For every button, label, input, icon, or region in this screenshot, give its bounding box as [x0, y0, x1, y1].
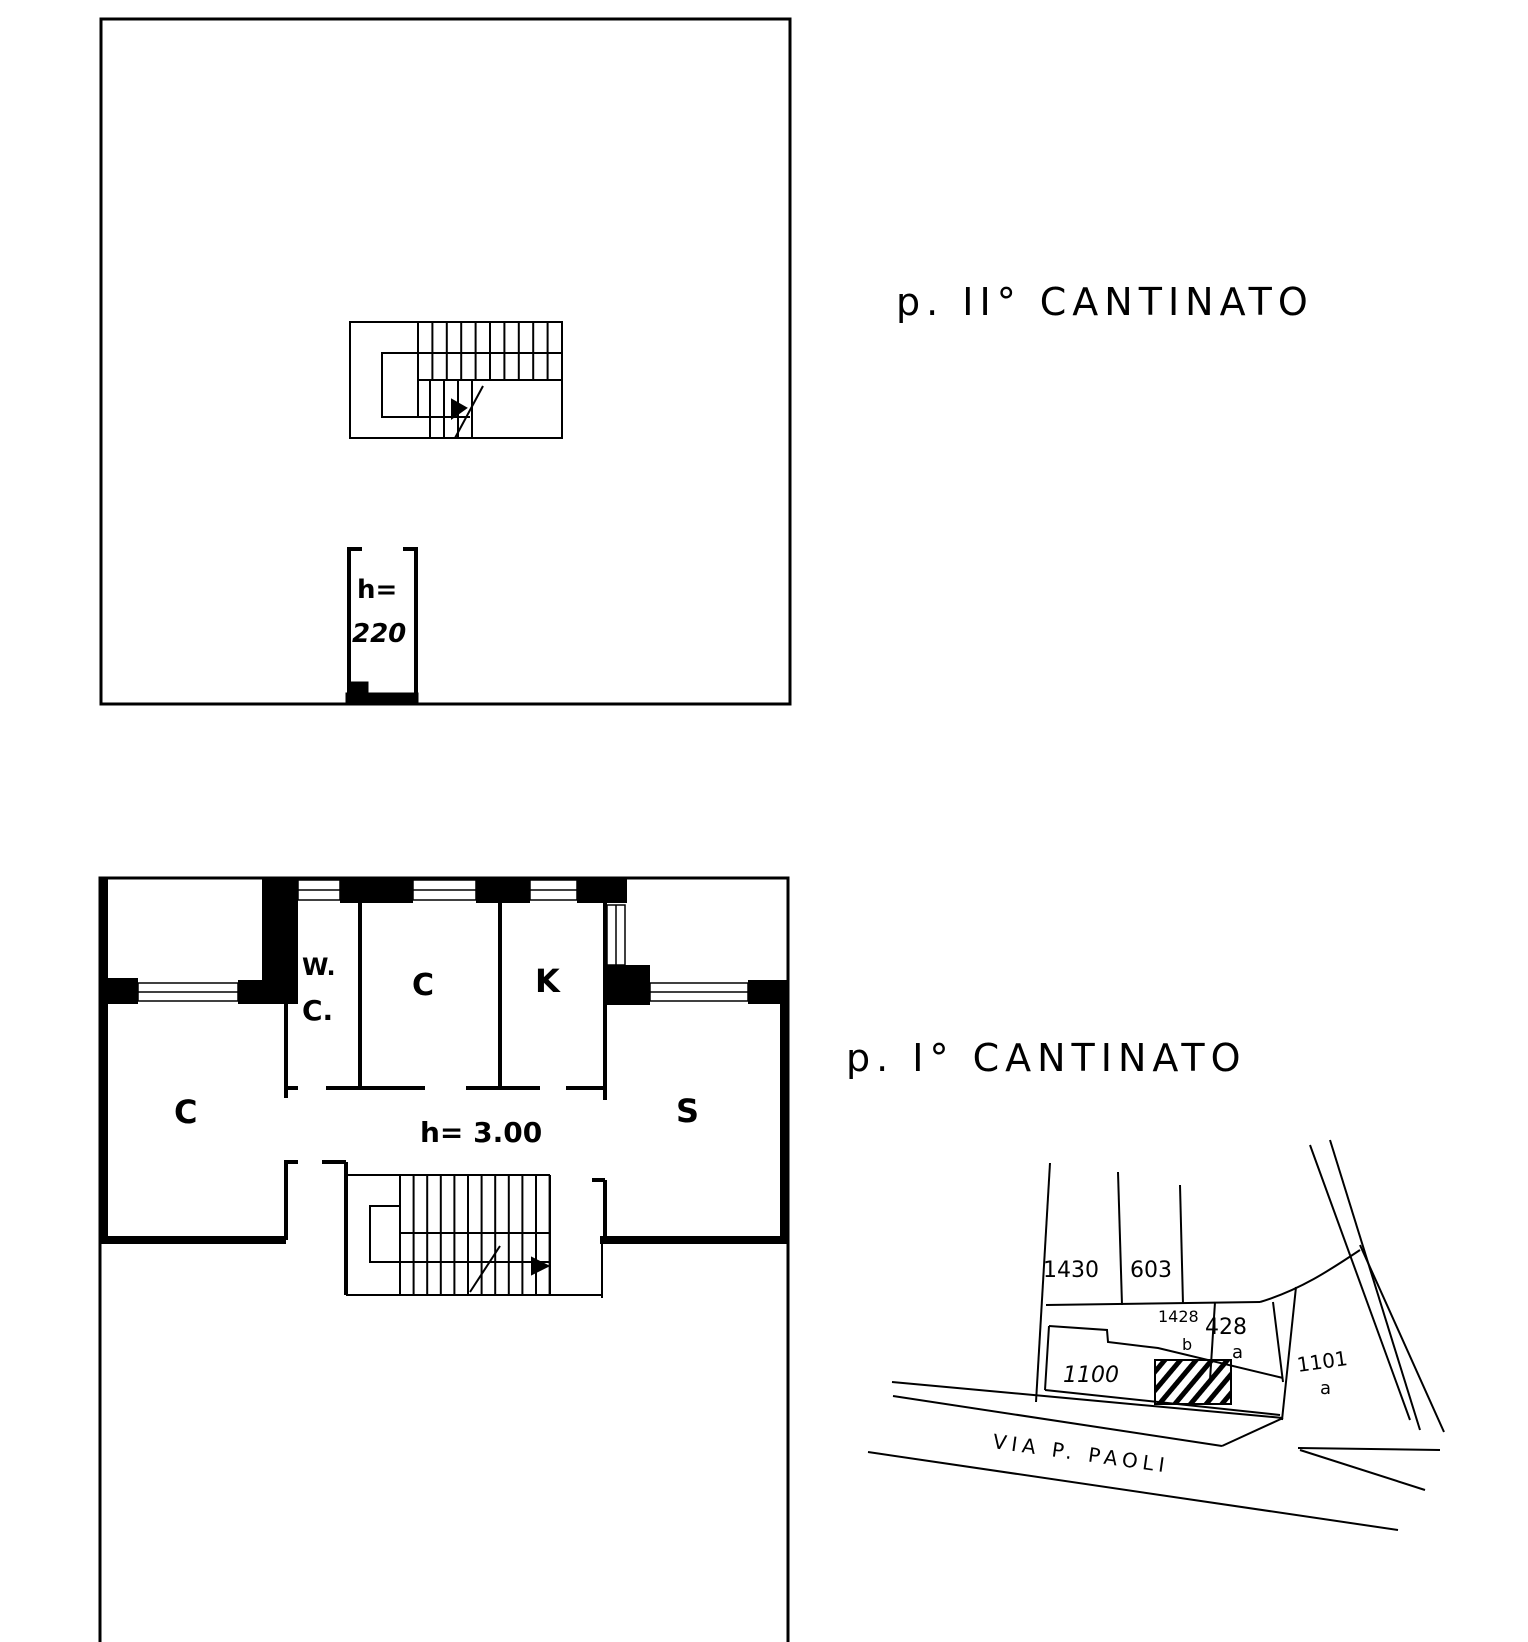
first-basement-title: p. I° CANTINATO — [846, 1036, 1247, 1080]
site-plan — [867, 1139, 1445, 1531]
room-height-label: h= — [357, 575, 397, 605]
parcel-1428: 1428 — [1158, 1307, 1199, 1326]
room-label-wc-2: C. — [302, 994, 333, 1027]
room-label-kitchen: K — [535, 962, 561, 1000]
street-name: VIA P. PAOLI — [991, 1429, 1171, 1478]
parcel-428: 428 — [1205, 1315, 1247, 1340]
parcel-428-sub: a — [1232, 1342, 1243, 1363]
outer-wall — [99, 17, 792, 706]
staircase — [346, 1174, 603, 1298]
staircase — [349, 321, 563, 439]
room-height-value: 220 — [352, 619, 406, 649]
parcel-1100: 1100 — [1063, 1363, 1119, 1388]
room-label-s: S — [676, 1092, 699, 1130]
room-label-cellar-left: C — [174, 1093, 197, 1131]
parcel-1101: 1101 — [1295, 1346, 1349, 1377]
parcel-1430: 1430 — [1043, 1258, 1099, 1283]
first-basement-plan — [98, 876, 790, 1642]
outer-wall — [98, 876, 790, 1642]
parcel-1428-sub: b — [1182, 1335, 1192, 1354]
small-storage-room — [345, 547, 419, 705]
parcel-603: 603 — [1130, 1258, 1172, 1283]
corridor-height-label: h= 3.00 — [420, 1116, 542, 1149]
room-label-wc-1: W. — [302, 953, 336, 981]
room-label-cellar-center: C — [412, 968, 434, 1003]
parcel-1101-sub: a — [1320, 1378, 1331, 1399]
second-basement-plan — [99, 17, 792, 706]
second-basement-title: p. II° CANTINATO — [896, 280, 1314, 324]
